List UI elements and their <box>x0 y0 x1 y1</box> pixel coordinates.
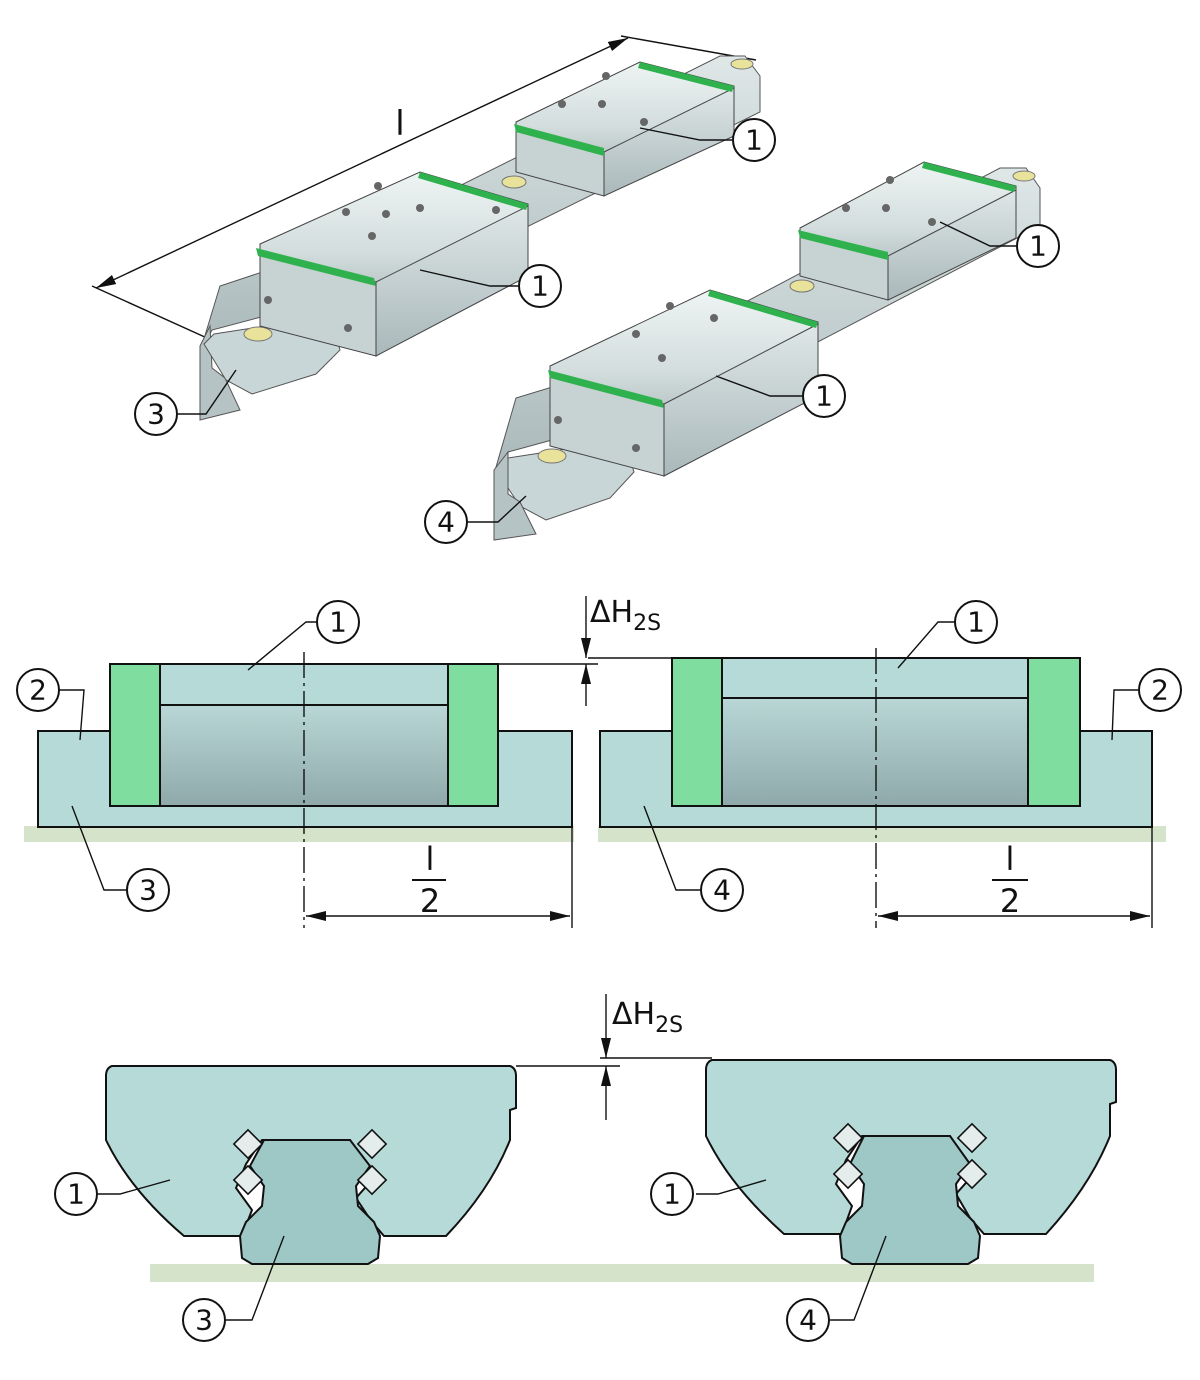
guide-assembly-right <box>493 161 1041 541</box>
rolling-element <box>356 1164 388 1196</box>
svg-text:3: 3 <box>139 874 157 907</box>
mounting-surface-bottom <box>150 1264 1094 1282</box>
svg-text:2: 2 <box>1151 674 1169 707</box>
svg-text:l: l <box>426 840 435 878</box>
height-diff-subscript: 2S <box>633 611 661 636</box>
callout-1-side-right: 1 <box>897 600 998 669</box>
half-length-dimension-right: l 2 <box>878 826 1153 928</box>
height-diff-subscript: 2S <box>655 1013 683 1038</box>
mounting-surface-left <box>24 826 574 842</box>
svg-text:l: l <box>1006 840 1015 878</box>
callout-1-c: 1 <box>939 221 1060 268</box>
rolling-element <box>832 1158 864 1190</box>
seal-green <box>798 230 888 260</box>
rolling-element <box>956 1158 988 1190</box>
end-seal-left-2 <box>447 663 499 807</box>
rolling-element <box>232 1128 264 1160</box>
length-label: l <box>395 104 404 144</box>
side-view: ΔH2S l 2 l 2 1 1 <box>16 595 1182 928</box>
svg-text:1: 1 <box>1029 230 1047 263</box>
callout-1-side-left: 1 <box>247 600 360 671</box>
callout-3-section: 3 <box>182 1235 285 1342</box>
callout-4-section: 4 <box>786 1235 887 1342</box>
rail-hole <box>1012 170 1036 182</box>
rolling-element <box>232 1164 264 1196</box>
guide-assembly-left <box>199 55 761 421</box>
callout-2-side-right: 2 <box>1111 668 1182 741</box>
svg-text:ΔH2S: ΔH2S <box>612 997 683 1038</box>
seal-green <box>256 248 376 286</box>
svg-text:1: 1 <box>967 606 985 639</box>
svg-text:1: 1 <box>531 270 549 303</box>
svg-text:ΔH2S: ΔH2S <box>590 595 661 636</box>
carriage-side-right-core <box>721 697 1029 807</box>
perspective-view: l <box>91 35 1060 544</box>
svg-text:3: 3 <box>195 1304 213 1337</box>
half-length-dimension-left: l 2 <box>306 826 573 928</box>
svg-text:1: 1 <box>663 1178 681 1211</box>
svg-text:4: 4 <box>799 1304 817 1337</box>
svg-text:1: 1 <box>815 380 833 413</box>
seal-green <box>708 290 818 328</box>
carriage-right-far <box>798 161 1017 301</box>
svg-text:4: 4 <box>713 874 731 907</box>
svg-text:1: 1 <box>745 124 763 157</box>
rolling-element <box>832 1122 864 1154</box>
callout-4-side: 4 <box>643 805 744 912</box>
callout-1-a: 1 <box>639 118 776 162</box>
svg-text:4: 4 <box>437 506 455 539</box>
height-diff-symbol: ΔH <box>612 997 655 1032</box>
svg-text:2: 2 <box>1000 882 1020 920</box>
rolling-element <box>356 1128 388 1160</box>
rolling-element <box>956 1122 988 1154</box>
rail-hole <box>730 58 754 70</box>
callout-1-b: 1 <box>419 264 562 308</box>
mounting-surface-right <box>598 826 1166 842</box>
end-seal-right-2 <box>1027 657 1081 807</box>
callout-1-section-left: 1 <box>54 1172 171 1216</box>
svg-text:3: 3 <box>147 398 165 431</box>
height-diff-dimension-side: ΔH2S <box>498 595 672 706</box>
callout-1-section-right: 1 <box>650 1172 767 1216</box>
seal-green <box>548 370 664 408</box>
carriage-left-near <box>256 171 529 357</box>
seal-green <box>418 172 528 210</box>
callout-2-side-left: 2 <box>16 668 85 741</box>
callout-4-top: 4 <box>424 495 527 544</box>
carriage-left-far <box>514 61 735 197</box>
rail-hole <box>789 279 815 293</box>
rail-hole <box>501 175 527 189</box>
svg-text:1: 1 <box>329 606 347 639</box>
height-diff-symbol: ΔH <box>590 595 633 630</box>
cross-section-view: ΔH2S 1 1 3 4 <box>54 994 1117 1342</box>
svg-text:2: 2 <box>420 882 440 920</box>
height-diff-dimension-section: ΔH2S <box>516 994 712 1120</box>
seal-green <box>638 62 734 92</box>
callout-3-top: 3 <box>134 369 237 436</box>
end-seal-right-1 <box>671 657 723 807</box>
callout-1-d: 1 <box>715 374 846 418</box>
callout-3-side: 3 <box>71 805 170 912</box>
end-seal-left-1 <box>109 663 161 807</box>
carriage-right-near <box>548 289 819 477</box>
svg-text:1: 1 <box>67 1178 85 1211</box>
rail-hole <box>243 326 273 342</box>
seal-green <box>922 162 1016 192</box>
rail-hole <box>537 448 567 464</box>
svg-text:2: 2 <box>29 674 47 707</box>
seal-green <box>514 124 604 156</box>
